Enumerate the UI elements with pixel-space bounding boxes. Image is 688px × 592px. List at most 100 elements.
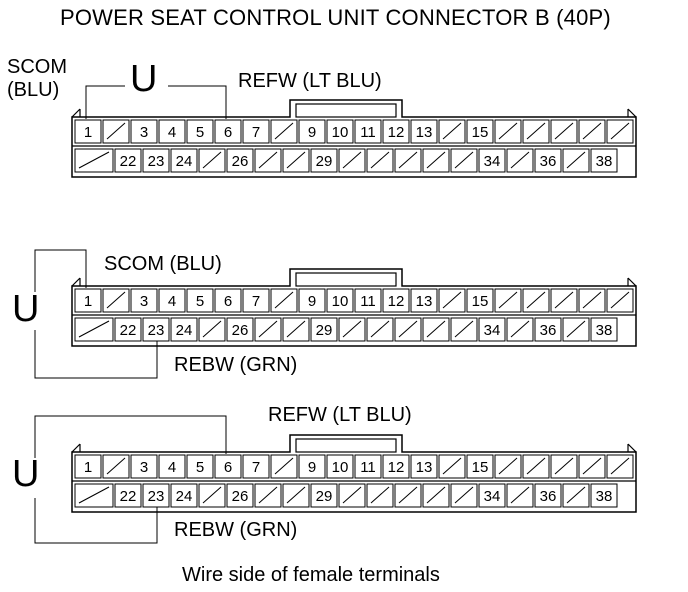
pin-label-1: 1	[84, 459, 92, 476]
pin-label-38: 38	[596, 488, 613, 505]
meter-symbol-icon-2: U	[12, 288, 40, 330]
pin-cell-bottom	[142, 483, 170, 508]
pin-cell-bottom	[114, 317, 142, 342]
pin-cell-bottom	[74, 317, 114, 342]
pin-cell-top	[326, 454, 354, 479]
pin-cell-bottom	[282, 148, 310, 173]
pin-cell-top	[550, 119, 578, 144]
pin-cell-bottom	[310, 483, 338, 508]
empty-pin-slash	[526, 122, 546, 140]
pin-label-9: 9	[308, 293, 316, 310]
scom-color-label-1: (BLU)	[7, 79, 60, 101]
empty-pin-slash	[566, 151, 586, 169]
pin-label-5: 5	[196, 124, 204, 141]
empty-pin-slash	[258, 486, 278, 504]
empty-pin-slash	[274, 291, 294, 309]
empty-pin-slash	[202, 320, 222, 338]
pin-cell-top	[550, 454, 578, 479]
pin-cell-bottom	[478, 148, 506, 173]
pin-label-29: 29	[316, 488, 333, 505]
empty-pin-slash	[286, 320, 306, 338]
pin-cell-top	[214, 454, 242, 479]
pin-cell-top	[522, 119, 550, 144]
pin-cell-bottom	[74, 148, 114, 173]
pin-cell-top	[214, 288, 242, 313]
pin-cell-top	[130, 454, 158, 479]
empty-pin-slash	[370, 320, 390, 338]
page-title: POWER SEAT CONTROL UNIT CONNECTOR B (40P…	[60, 5, 611, 30]
pin-cell-top	[382, 454, 410, 479]
pin-cell-top	[578, 454, 606, 479]
empty-pin-slash	[342, 320, 362, 338]
pin-label-11: 11	[360, 124, 376, 141]
empty-pin-slash	[274, 457, 294, 475]
pin-label-22: 22	[120, 322, 137, 339]
pin-cell-bottom	[562, 317, 590, 342]
pin-label-23: 23	[148, 153, 165, 170]
empty-pin-slash	[610, 291, 630, 309]
pin-cell-bottom	[226, 317, 254, 342]
pin-cell-bottom	[450, 148, 478, 173]
pin-cell-top	[158, 454, 186, 479]
pin-cell-bottom	[422, 317, 450, 342]
pin-label-13: 13	[416, 124, 433, 141]
wire-rebw-3	[34, 498, 158, 544]
pin-cell-top	[354, 119, 382, 144]
pin-cell-top	[410, 454, 438, 479]
pin-cell-bottom	[590, 483, 618, 508]
pin-cell-top	[242, 119, 270, 144]
pin-cell-bottom	[142, 148, 170, 173]
pin-cell-bottom	[366, 148, 394, 173]
pin-cell-top	[354, 454, 382, 479]
pin-cell-top	[382, 119, 410, 144]
wire-scom-2	[34, 249, 87, 292]
empty-pin-slash	[106, 122, 126, 140]
pin-cell-bottom	[366, 317, 394, 342]
pin-cell-bottom	[142, 317, 170, 342]
empty-pin-slash	[610, 457, 630, 475]
pin-label-3: 3	[140, 124, 148, 141]
scom-label-2: SCOM (BLU)	[104, 253, 222, 275]
pin-cell-top	[438, 119, 466, 144]
pin-cell-bottom	[226, 148, 254, 173]
connector-outline	[71, 99, 637, 178]
pin-label-4: 4	[168, 293, 176, 310]
rebw-label-3: REBW (GRN)	[174, 519, 298, 541]
empty-pin-slash	[526, 291, 546, 309]
pin-cell-top	[270, 454, 298, 479]
pin-label-15: 15	[472, 293, 489, 310]
pin-cell-bottom	[534, 483, 562, 508]
pin-label-4: 4	[168, 124, 176, 141]
empty-pin-slash	[370, 151, 390, 169]
empty-pin-slash	[454, 486, 474, 504]
empty-pin-slash	[442, 457, 462, 475]
empty-pin-slash	[202, 486, 222, 504]
empty-pin-slash	[442, 291, 462, 309]
pin-cell-bottom	[74, 483, 114, 508]
pin-cell-bottom	[478, 317, 506, 342]
pin-cell-bottom	[226, 483, 254, 508]
pin-label-13: 13	[416, 459, 433, 476]
pin-label-9: 9	[308, 124, 316, 141]
pin-cell-top	[522, 288, 550, 313]
connector-outline	[71, 268, 637, 347]
pin-cell-top	[606, 454, 634, 479]
pin-cell-top	[214, 119, 242, 144]
pin-cell-top	[578, 119, 606, 144]
pin-label-23: 23	[148, 322, 165, 339]
rebw-label-2: REBW (GRN)	[174, 354, 298, 376]
empty-pin-slash	[258, 320, 278, 338]
pin-cell-top	[158, 119, 186, 144]
pin-label-24: 24	[176, 488, 193, 505]
empty-pin-slash	[498, 291, 518, 309]
pin-cell-top	[354, 288, 382, 313]
pin-label-24: 24	[176, 153, 193, 170]
pin-label-12: 12	[388, 124, 405, 141]
pin-cell-top	[298, 119, 326, 144]
wire-refw-1	[168, 85, 227, 119]
pin-cell-top	[466, 288, 494, 313]
empty-pin-slash	[554, 291, 574, 309]
pin-cell-top	[186, 454, 214, 479]
pin-cell-top	[270, 288, 298, 313]
